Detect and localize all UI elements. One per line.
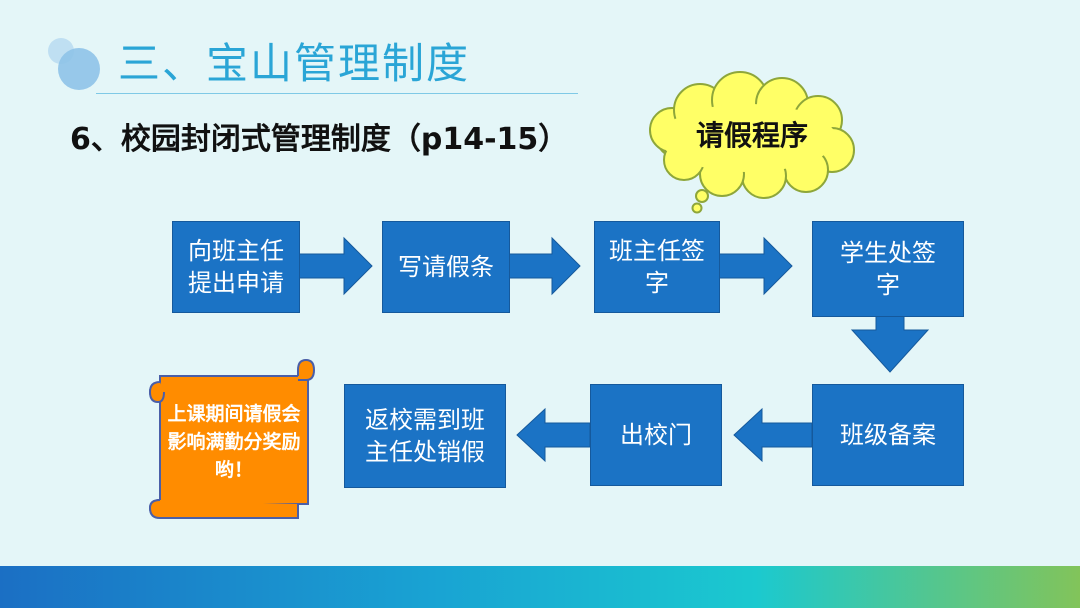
flow-step-class-record: 班级备案	[812, 384, 964, 486]
bottom-gradient-band	[0, 566, 1080, 608]
large-circle-decoration	[58, 48, 100, 90]
attendance-note: 上课期间请假会影响满勤分奖励哟！	[167, 403, 301, 481]
flow-step-office-sign: 学生处签字	[812, 221, 964, 317]
title-circles-decoration	[46, 36, 106, 96]
arrow-right-2	[508, 236, 581, 296]
page-title: 三、宝山管理制度	[118, 39, 471, 88]
flow-step-office-sign-label: 学生处签字	[840, 239, 936, 299]
flow-step-teacher-sign: 班主任签字	[594, 221, 720, 313]
flow-step-write-note-label: 写请假条	[398, 253, 494, 281]
arrow-left-2	[516, 407, 591, 463]
section-subtitle: 6、校园封闭式管理制度（p14-15）	[70, 122, 569, 157]
arrow-left-1	[733, 407, 813, 463]
arrow-right-1	[298, 236, 373, 296]
title-underline	[96, 93, 578, 94]
arrow-right-3	[718, 236, 793, 296]
flow-step-teacher-sign-label: 班主任签字	[609, 237, 705, 297]
flow-step-exit-gate-label: 出校门	[620, 421, 692, 449]
flow-step-return-cancel-label: 返校需到班主任处销假	[365, 406, 485, 466]
flow-step-write-note: 写请假条	[382, 221, 510, 313]
flow-step-return-cancel: 返校需到班主任处销假	[344, 384, 506, 488]
flow-step-apply-label: 向班主任提出申请	[188, 237, 284, 297]
flow-step-exit-gate: 出校门	[590, 384, 722, 486]
callout-label: 请假程序	[695, 119, 808, 152]
flow-step-class-record-label: 班级备案	[840, 421, 936, 449]
flow-step-apply: 向班主任提出申请	[172, 221, 300, 313]
arrow-down-1	[850, 315, 930, 373]
